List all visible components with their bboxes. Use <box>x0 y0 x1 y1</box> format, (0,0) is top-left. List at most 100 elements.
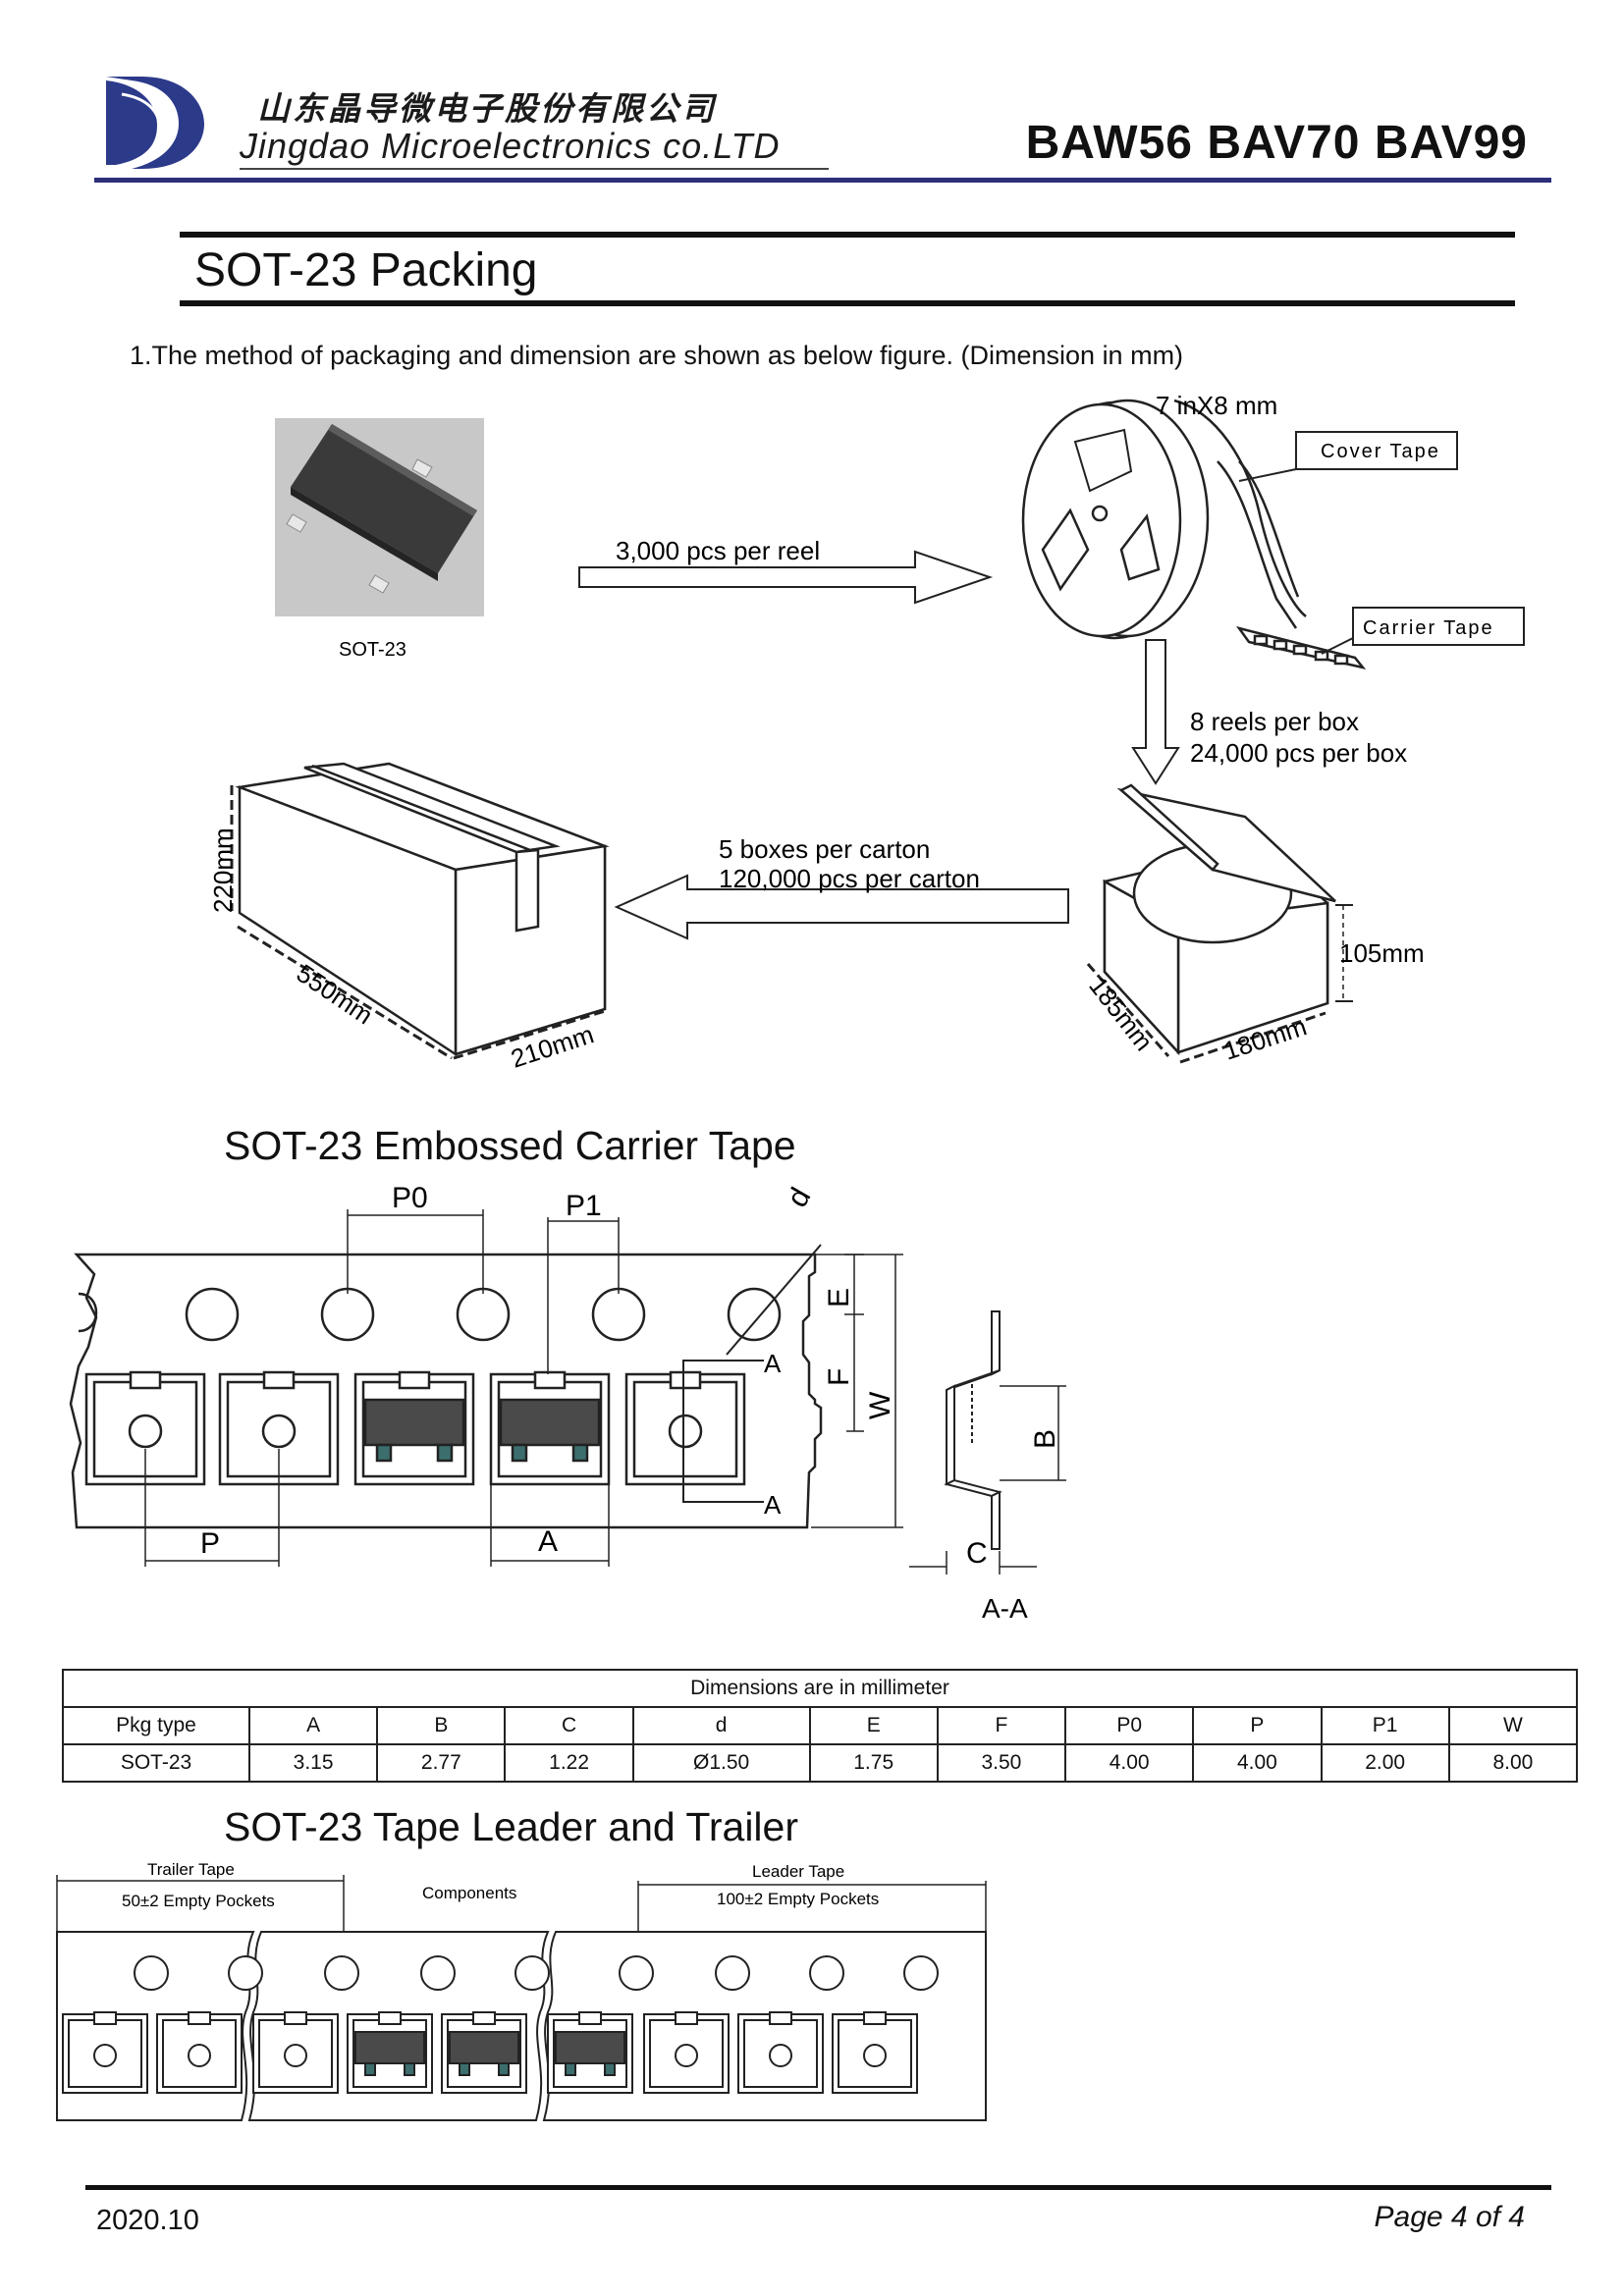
company-name-chinese: 山东晶导微电子股份有限公司 <box>257 89 717 128</box>
table-header-cell: W <box>1447 1706 1579 1745</box>
reel-quantity-label: 3,000 pcs per reel <box>616 536 820 565</box>
section-title: SOT-23 Packing <box>194 244 538 296</box>
leader-trailer-drawing: Trailer Tape 50±2 Empty Pockets Componen… <box>56 1860 987 2121</box>
dim-f-label: F <box>823 1368 855 1386</box>
table-header-cell: P0 <box>1064 1706 1195 1745</box>
box-quantity-line2: 24,000 pcs per box <box>1190 738 1407 768</box>
table-header-cell: A <box>247 1706 379 1745</box>
reel-arrow <box>578 550 994 605</box>
dimensions-table: Dimensions are in millimeter Pkg type A … <box>62 1669 1579 1783</box>
table-row: SOT-23 3.15 2.77 1.22 Ø1.50 1.75 3.50 4.… <box>62 1743 1579 1783</box>
carrier-tape-box <box>1352 607 1525 646</box>
carton-height-label: 220mm <box>208 828 238 913</box>
table-cell: 2.00 <box>1320 1743 1450 1783</box>
dim-c-label: C <box>966 1537 988 1570</box>
logo-d-inner <box>106 80 157 165</box>
company-logo <box>106 77 204 169</box>
dim-d-label: d <box>781 1183 817 1213</box>
footer-rule <box>85 2185 1551 2190</box>
table-header-cell: Pkg type <box>62 1706 250 1745</box>
empty-pocket <box>643 2011 730 2094</box>
table-cell: 3.50 <box>936 1743 1067 1783</box>
packing-figure: SOT-23 3,000 pcs per reel 7 inX8 mm Cove… <box>208 391 1525 1074</box>
leader-pockets-label: 100±2 Empty Pockets <box>717 1890 879 1908</box>
table-caption-row: Dimensions are in millimeter <box>62 1669 1578 1708</box>
box-arrow <box>1131 639 1180 785</box>
trailer-pockets-label: 50±2 Empty Pockets <box>122 1892 275 1910</box>
leader-trailer-title: SOT-23 Tape Leader and Trailer <box>224 1804 798 1849</box>
section-a-bottom-label: A <box>764 1490 782 1520</box>
section-a-a-view <box>944 1310 1002 1550</box>
carrier-tape-title: SOT-23 Embossed Carrier Tape <box>224 1123 796 1168</box>
dim-p1-label: P1 <box>566 1190 602 1222</box>
loaded-pocket <box>441 2011 527 2094</box>
company-name-english: Jingdao Microelectronics co.LTD <box>240 126 781 166</box>
table-cell: SOT-23 <box>62 1743 250 1783</box>
section-a-top-label: A <box>764 1349 782 1378</box>
leader-tape-label: Leader Tape <box>752 1862 844 1881</box>
dim-p-label: P <box>200 1527 220 1560</box>
header-rule <box>94 178 1551 183</box>
section-view-label: A-A <box>982 1593 1028 1624</box>
logo-d-arc <box>121 92 161 127</box>
table-cell: 2.77 <box>376 1743 507 1783</box>
intro-text: 1.The method of packaging and dimension … <box>130 341 1184 370</box>
sprocket-hole <box>727 1287 782 1342</box>
carton-arrow <box>614 874 1069 940</box>
table-cell: 4.00 <box>1192 1743 1323 1783</box>
sprocket-hole <box>320 1287 375 1342</box>
box-height-label: 105mm <box>1339 938 1425 968</box>
carton-quantity-line2: 120,000 pcs per carton <box>719 864 980 893</box>
cover-tape-label: Cover Tape <box>1321 441 1440 462</box>
table-header-cell: F <box>936 1706 1067 1745</box>
components-label: Components <box>422 1884 516 1902</box>
loaded-pocket <box>489 1370 611 1486</box>
table-cell: 3.15 <box>247 1743 379 1783</box>
sprocket-hole <box>185 1287 240 1342</box>
table-header-row: Pkg type A B C d E F P0 P P1 W <box>62 1706 1579 1745</box>
table-cell: 1.75 <box>808 1743 939 1783</box>
box-quantity-line1: 8 reels per box <box>1190 707 1359 736</box>
empty-pocket <box>62 2011 148 2094</box>
table-cell: 4.00 <box>1064 1743 1195 1783</box>
carrier-tape-label: Carrier Tape <box>1363 617 1494 639</box>
cover-tape-leader <box>1238 468 1297 482</box>
section-top-rule <box>180 232 1515 238</box>
cover-tape-box <box>1295 431 1458 470</box>
dim-b-label: B <box>1029 1429 1061 1449</box>
table-header-cell: E <box>808 1706 939 1745</box>
table-header-cell: P1 <box>1320 1706 1450 1745</box>
carrier-tape-leader <box>1321 637 1354 655</box>
sprocket-hole <box>591 1287 646 1342</box>
empty-pocket <box>624 1370 746 1486</box>
empty-pocket <box>737 2011 824 2094</box>
sprocket-hole <box>456 1287 511 1342</box>
loaded-pocket <box>547 2011 633 2094</box>
loaded-pocket <box>347 2011 433 2094</box>
carrier-tape-drawing: A A d P0 P1 P A E F W B C A-A <box>69 1182 1066 1624</box>
dim-w-label: W <box>864 1391 896 1419</box>
logo-d-outer <box>106 77 204 169</box>
leader-trailer-pockets <box>62 2011 918 2094</box>
part-numbers-title: BAW56 BAV70 BAV99 <box>1025 117 1528 169</box>
table-header-cell: d <box>631 1706 811 1745</box>
footer-date: 2020.10 <box>96 2205 199 2236</box>
dim-p0-label: P0 <box>392 1182 428 1214</box>
table-caption: Dimensions are in millimeter <box>62 1669 1578 1708</box>
empty-pocket <box>832 2011 918 2094</box>
box-illustration <box>1103 783 1336 1056</box>
carton-illustration <box>235 762 610 1057</box>
table-cell: 1.22 <box>504 1743 634 1783</box>
table-header-cell: B <box>376 1706 507 1745</box>
dim-e-label: E <box>823 1288 855 1308</box>
tape-pockets <box>84 1370 746 1486</box>
trailer-tape-label: Trailer Tape <box>147 1860 235 1879</box>
table-header-cell: P <box>1192 1706 1323 1745</box>
section-bottom-rule <box>180 300 1515 306</box>
carton-quantity-line1: 5 boxes per carton <box>719 834 930 864</box>
reel-size-label: 7 inX8 mm <box>1156 391 1277 420</box>
empty-pocket <box>252 2011 339 2094</box>
table-cell: 8.00 <box>1447 1743 1579 1783</box>
leader-trailer-holes <box>134 1955 939 1991</box>
table-header-cell: C <box>504 1706 634 1745</box>
